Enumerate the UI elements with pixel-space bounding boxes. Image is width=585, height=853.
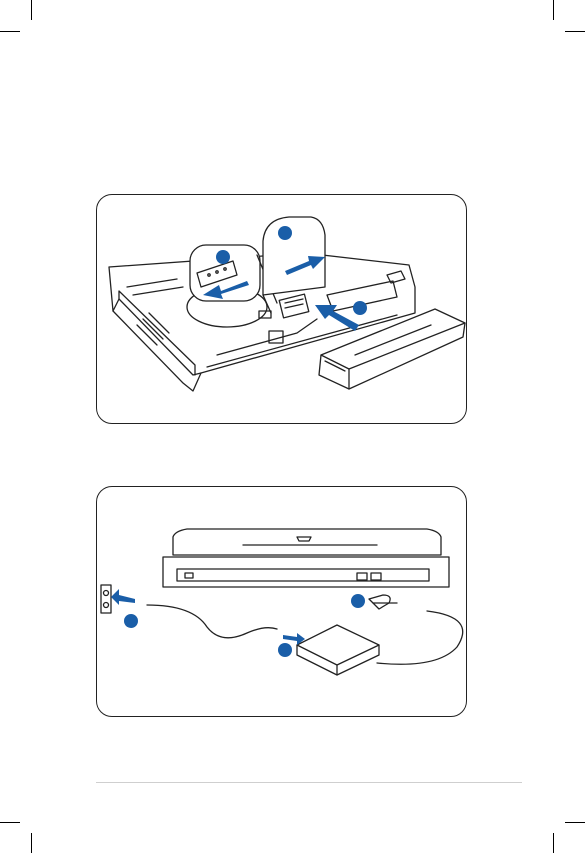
crop-mark-top-right-h: [565, 31, 585, 32]
battery-install-figure: [96, 194, 467, 424]
dc-cord-icon: [377, 611, 463, 664]
insert-arrow-icon: [315, 305, 359, 331]
callout-marker-1: [216, 250, 230, 264]
callout-marker-1: [124, 614, 138, 628]
laptop-rear-icon: [163, 529, 449, 587]
battery-install-illustration: [97, 195, 468, 425]
wall-outlet-icon: [101, 585, 111, 613]
dc-plug-icon: [369, 595, 397, 609]
crop-mark-top-left-v: [31, 0, 32, 20]
callout-marker-3: [353, 301, 367, 315]
footer-rule: [96, 782, 522, 783]
crop-mark-bottom-right-v: [553, 833, 554, 853]
callout-marker-3: [351, 594, 365, 608]
crop-mark-top-left-h: [0, 31, 20, 32]
crop-mark-bottom-left-v: [31, 833, 32, 853]
callout-marker-2: [278, 643, 292, 657]
crop-mark-top-right-v: [553, 0, 554, 20]
callout-marker-2: [278, 226, 292, 240]
power-cord-icon: [147, 605, 277, 638]
laptop-underside-icon: [109, 253, 415, 391]
ac-adapter-icon: [297, 625, 379, 675]
crop-mark-bottom-right-h: [565, 822, 585, 823]
plug-in-arrow-icon: [111, 589, 135, 605]
crop-mark-bottom-left-h: [0, 822, 20, 823]
power-connect-figure: [96, 486, 467, 717]
power-connect-illustration: [97, 487, 468, 718]
